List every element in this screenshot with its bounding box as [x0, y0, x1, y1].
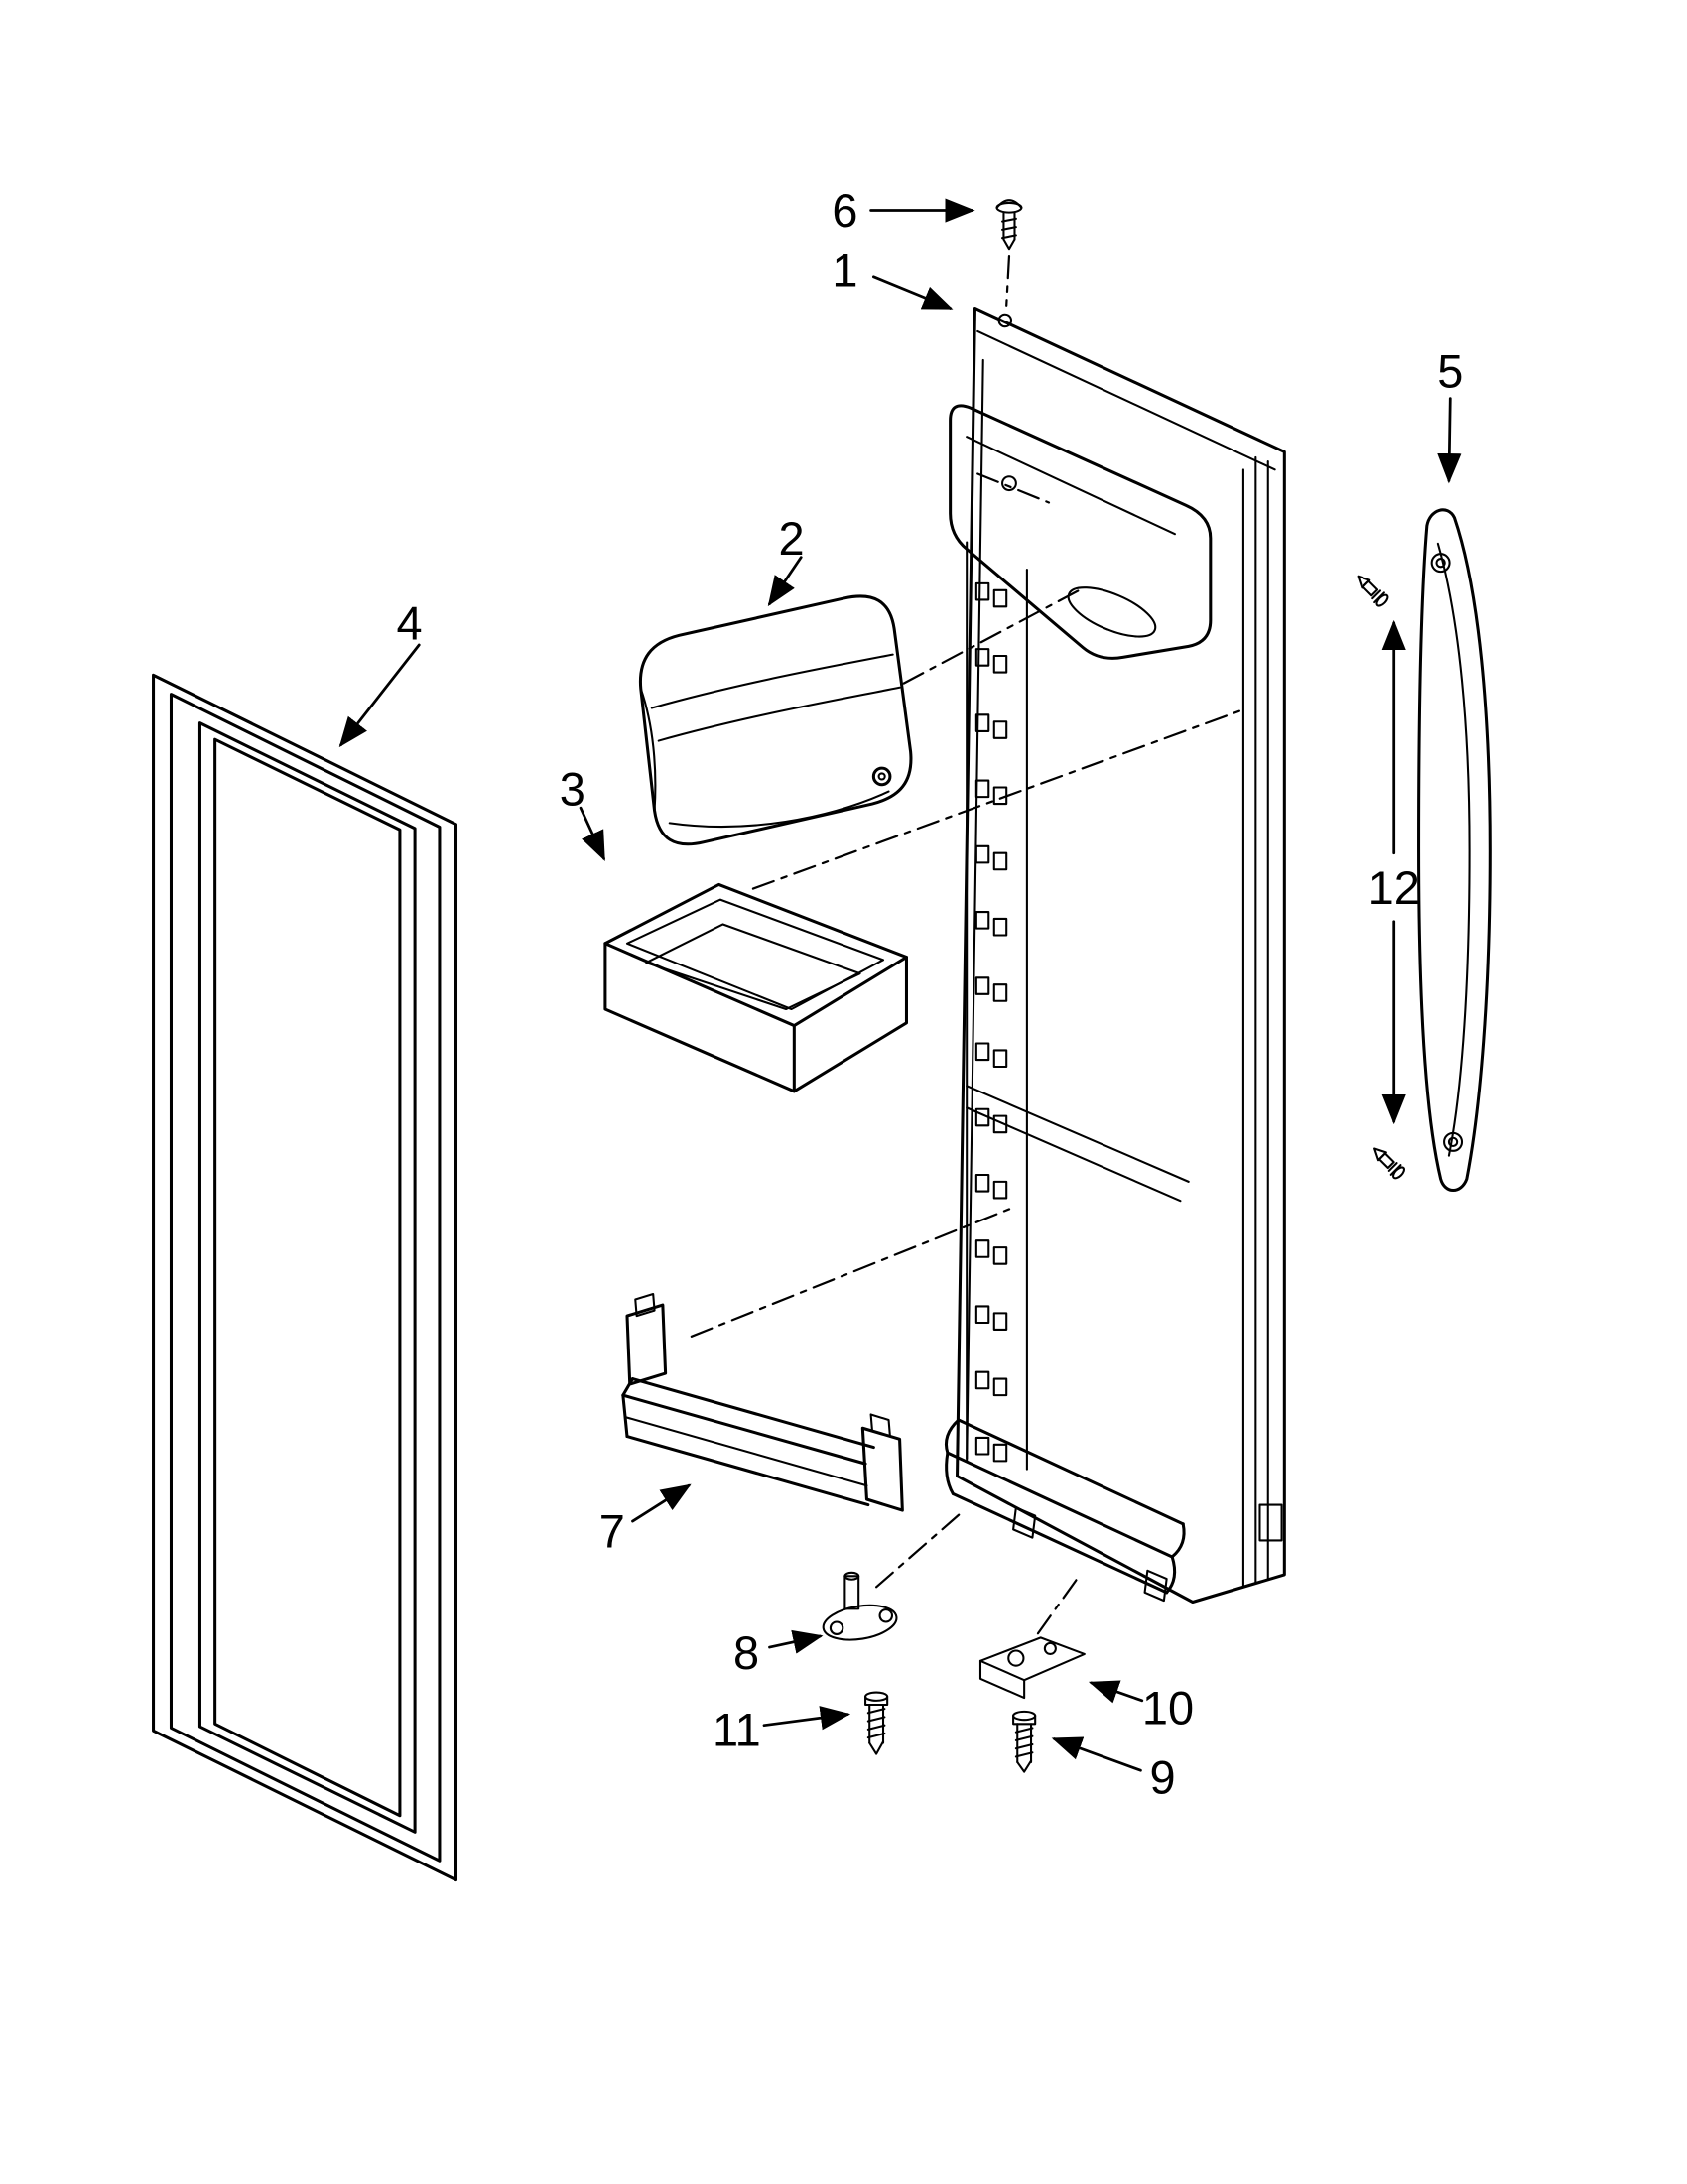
callout-4: 4	[397, 597, 423, 649]
top-screw-drawing	[995, 199, 1023, 251]
leader-3	[579, 806, 605, 861]
callout-7: 7	[599, 1505, 625, 1557]
bottom-hinge-plate-drawing	[978, 1636, 1086, 1700]
door-gasket-drawing	[152, 673, 458, 1882]
leader-9	[1051, 1736, 1142, 1772]
callout-9: 9	[1149, 1752, 1175, 1804]
callout-5: 5	[1437, 346, 1463, 398]
callout-12: 12	[1368, 862, 1420, 914]
leader-1	[871, 275, 954, 310]
callout-10: 10	[1142, 1682, 1194, 1734]
callout-3: 3	[560, 763, 585, 815]
line-art	[152, 198, 1492, 1882]
callout-1: 1	[832, 244, 857, 296]
callout-2: 2	[779, 513, 805, 565]
door-handle-drawing	[1417, 508, 1492, 1193]
leader-10	[1088, 1680, 1144, 1704]
shelf-rail-drawing	[621, 1292, 904, 1512]
alignment-lines	[690, 254, 1242, 1635]
hinge-pin-bracket-drawing	[822, 1571, 898, 1641]
door-panel-drawing	[944, 307, 1286, 1605]
handle-stud-top-drawing	[1357, 575, 1389, 607]
shelf-slot-holes	[974, 581, 1008, 1463]
leader-11	[762, 1706, 851, 1731]
bottom-screw-drawing	[1012, 1710, 1037, 1773]
left-screw-drawing	[864, 1691, 889, 1755]
callout-8: 8	[733, 1627, 759, 1679]
leader-5	[1437, 397, 1462, 484]
leader-7	[631, 1483, 692, 1523]
door-bin-drawing	[603, 882, 908, 1093]
leader-4	[338, 643, 421, 748]
callout-labels: 1 2 3 4 5 6 7 8 9 10 11 12	[397, 186, 1464, 1804]
callout-6: 6	[832, 186, 857, 237]
callout-leaders	[338, 198, 1462, 1772]
leader-8	[768, 1629, 824, 1654]
can-rack-drawing	[638, 594, 913, 846]
callout-11: 11	[713, 1704, 761, 1755]
leader-2	[767, 556, 803, 607]
handle-stud-bottom-drawing	[1373, 1147, 1406, 1180]
